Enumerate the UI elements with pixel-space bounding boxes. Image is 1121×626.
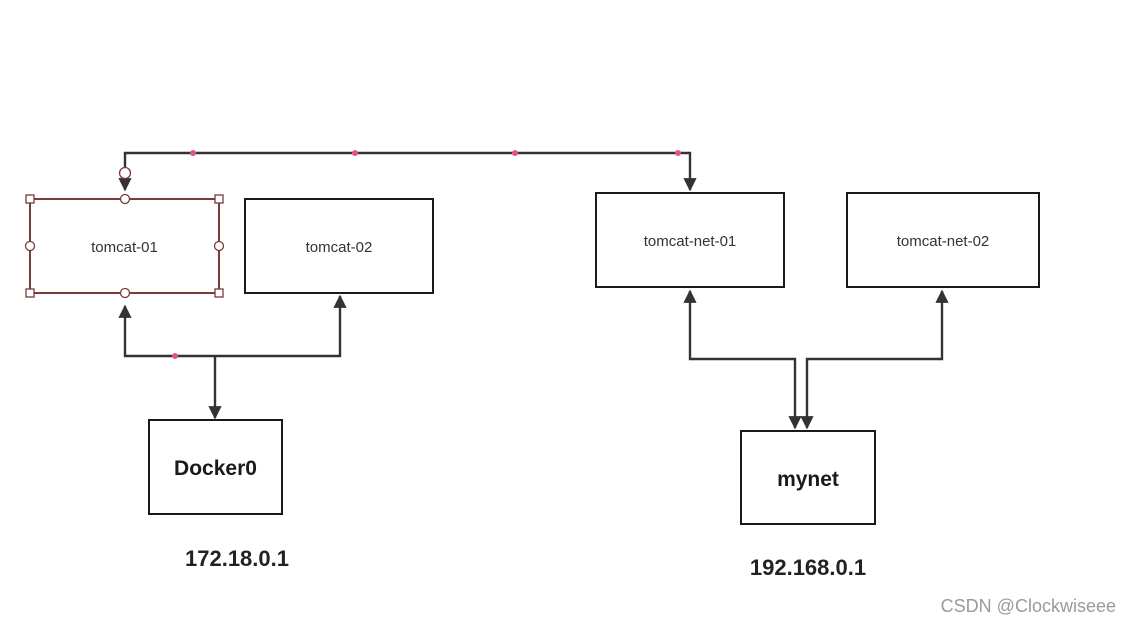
node-docker0[interactable]: Docker0: [148, 419, 283, 515]
waypoint-dot[interactable]: [352, 150, 358, 156]
connector-tomcatnet02-to-mynet[interactable]: [800, 289, 949, 430]
node-tomcat-net-01[interactable]: tomcat-net-01: [595, 192, 785, 288]
node-tomcat-01-label: tomcat-01: [91, 239, 158, 256]
node-tomcat-net-01-label: tomcat-net-01: [644, 233, 737, 250]
connector-tomcat02-to-hub[interactable]: [215, 294, 347, 358]
node-docker0-label: Docker0: [174, 457, 257, 480]
connector-waypoints: [172, 150, 681, 359]
waypoint-dot[interactable]: [675, 150, 681, 156]
resize-handle-top-left[interactable]: [25, 194, 35, 204]
resize-handle-bottom-left[interactable]: [25, 288, 35, 298]
resize-handle-bottom-right[interactable]: [214, 288, 224, 298]
waypoint-dot[interactable]: [512, 150, 518, 156]
connection-point-right[interactable]: [213, 240, 225, 252]
connector-tomcat01-to-tomcatnet01[interactable]: [118, 151, 697, 192]
connector-endpoint-handle[interactable]: [118, 166, 132, 180]
connection-point-bottom[interactable]: [119, 287, 131, 299]
docker0-ip-label: 172.18.0.1: [185, 546, 289, 571]
csdn-watermark: CSDN @Clockwiseee: [941, 596, 1116, 616]
connection-point-left[interactable]: [24, 240, 36, 252]
node-tomcat-net-02-label: tomcat-net-02: [897, 233, 990, 250]
node-tomcat-01[interactable]: tomcat-01: [29, 198, 220, 294]
selection-handles[interactable]: [24, 166, 225, 299]
node-mynet[interactable]: mynet: [740, 430, 876, 525]
mynet-ip-label: 192.168.0.1: [750, 555, 866, 580]
waypoint-dot[interactable]: [190, 150, 196, 156]
node-mynet-label: mynet: [777, 468, 839, 491]
resize-handle-top-right[interactable]: [214, 194, 224, 204]
node-tomcat-net-02[interactable]: tomcat-net-02: [846, 192, 1040, 288]
waypoint-dot[interactable]: [172, 353, 178, 359]
connection-point-top[interactable]: [119, 193, 131, 205]
node-tomcat-02[interactable]: tomcat-02: [244, 198, 434, 294]
connector-tomcatnet01-to-mynet[interactable]: [683, 289, 802, 430]
connector-tomcat01-to-hub[interactable]: [118, 304, 215, 358]
node-tomcat-02-label: tomcat-02: [306, 239, 373, 256]
